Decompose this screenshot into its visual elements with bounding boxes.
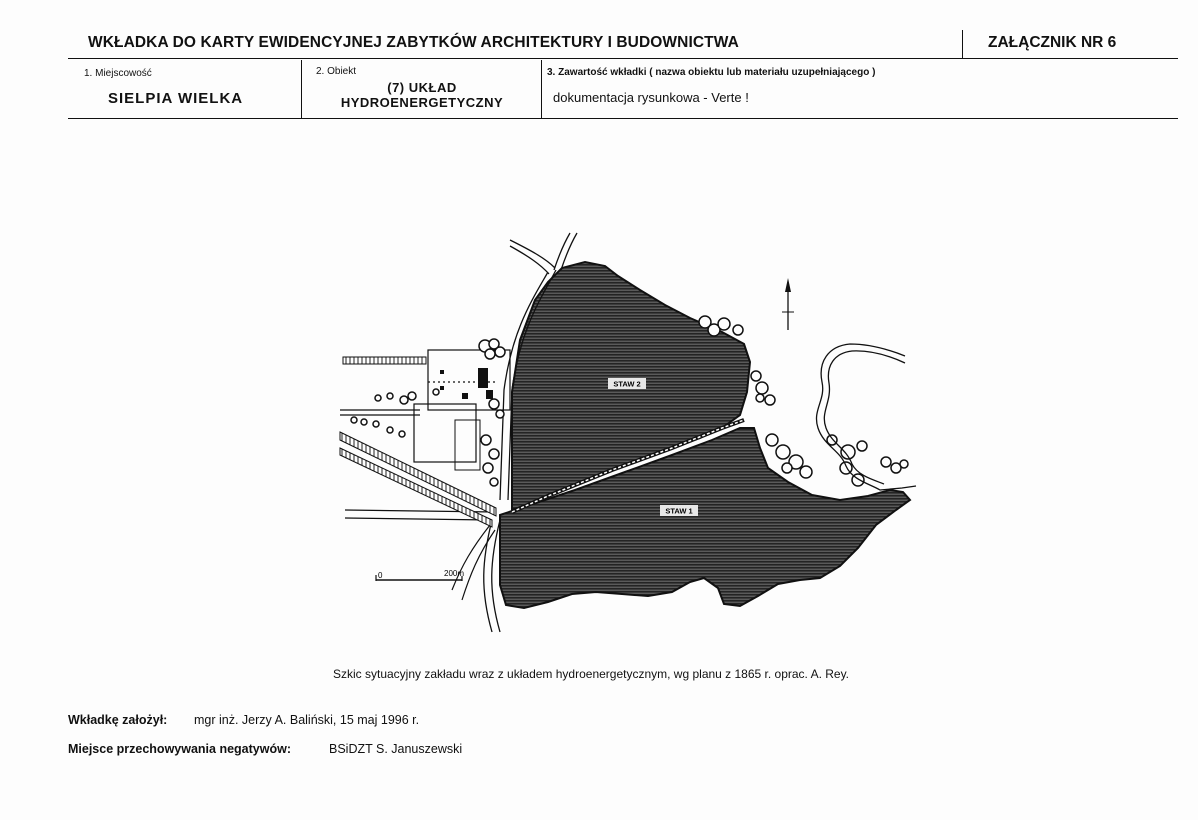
- field-divider-2: [541, 60, 543, 118]
- pond-2-label: STAW 2: [613, 380, 640, 389]
- document-title: WKŁADKA DO KARTY EWIDENCYJNEJ ZABYTKÓW A…: [88, 34, 739, 51]
- object-value-line2: HYDROENERGETYCZNY: [340, 95, 504, 110]
- negatives-value: BSiDZT S. Januszewski: [329, 742, 463, 756]
- negatives-label: Miejsce przechowywania negatywów:: [68, 742, 291, 756]
- fields-rule: [68, 118, 1178, 120]
- north-arrow-icon: [782, 278, 794, 330]
- place-label: 1. Miejscowość: [84, 68, 152, 79]
- object-value: (7) UKŁAD HYDROENERGETYCZNY: [302, 80, 542, 110]
- header-divider: [962, 30, 964, 58]
- tree-clusters: [350, 315, 909, 487]
- content-label: 3. Zawartość wkładki ( nazwa obiektu lub…: [547, 67, 876, 78]
- object-value-line1: (7) UKŁAD: [387, 80, 457, 95]
- founder-value: mgr inż. Jerzy A. Baliński, 15 maj 1996 …: [194, 713, 420, 727]
- map-caption: Szkic sytuacyjny zakładu wraz z układem …: [333, 667, 850, 681]
- place-value: SIELPIA WIELKA: [108, 90, 244, 107]
- header-rule: [68, 58, 1178, 60]
- annex-number: ZAŁĄCZNIK NR 6: [988, 34, 1117, 51]
- pond-1-label: STAW 1: [665, 507, 692, 516]
- scale-start-label: 0: [378, 571, 383, 580]
- object-label: 2. Obiekt: [316, 66, 357, 77]
- field-divider-1: [301, 60, 303, 118]
- scale-end-label: 200m: [444, 569, 464, 578]
- content-value: dokumentacja rysunkowa - Verte !: [553, 90, 749, 105]
- site-sketch-map: STAW 2 STAW 1 0 200m: [339, 232, 917, 633]
- founder-label: Wkładkę założył:: [68, 713, 168, 727]
- scale-bar: 0 200m: [375, 569, 464, 581]
- pond-1: [499, 427, 912, 610]
